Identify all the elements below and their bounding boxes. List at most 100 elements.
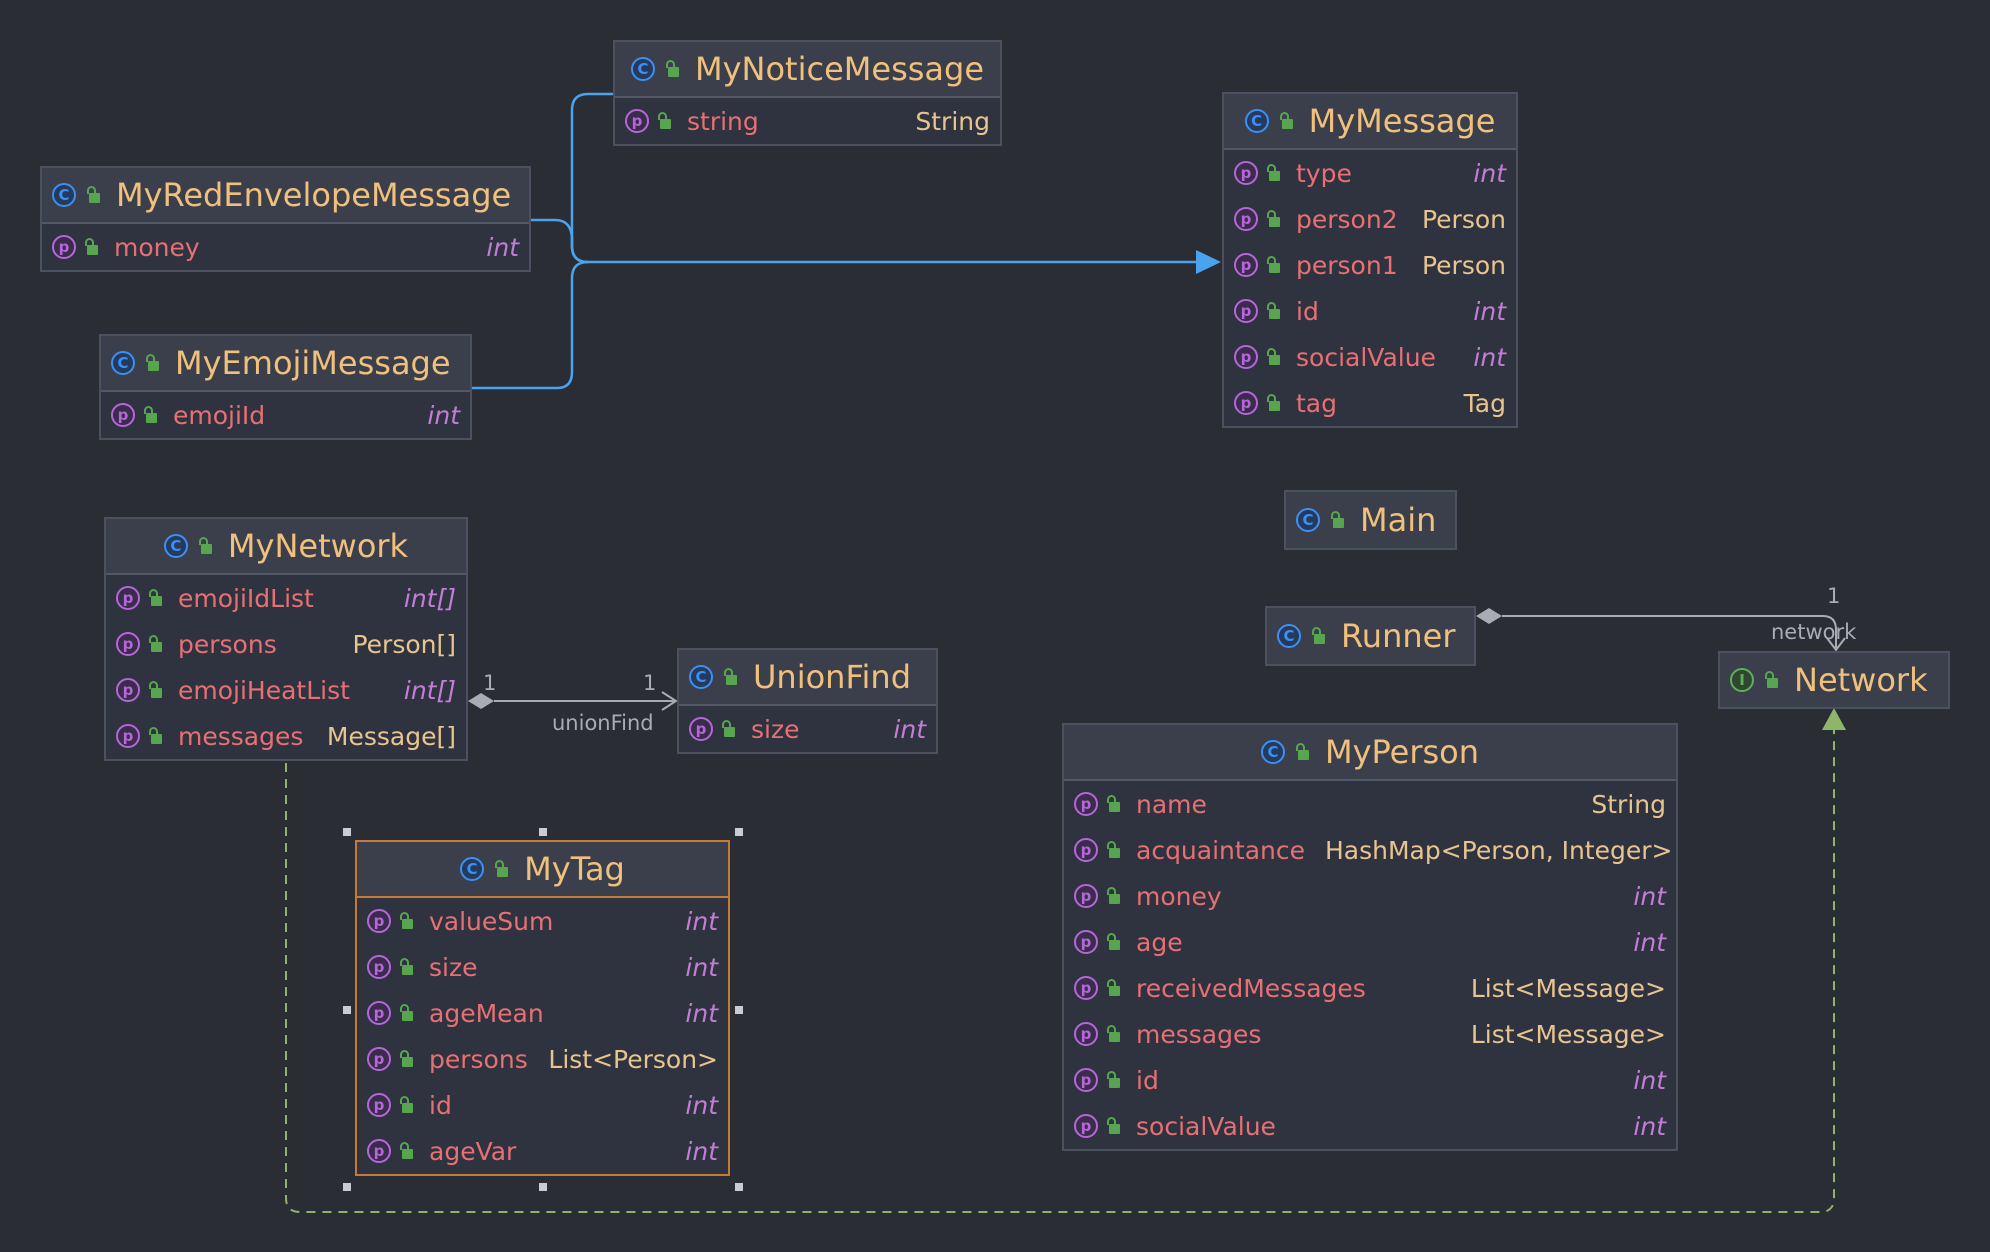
resize-handle-bottom-right[interactable] bbox=[735, 1183, 743, 1191]
class-mytag[interactable]: C MyTag p valueSum int p size int p ageM… bbox=[355, 840, 730, 1176]
field-row[interactable]: p acquaintance HashMap<Person, Integer> bbox=[1064, 827, 1676, 873]
field-type: String bbox=[1591, 789, 1666, 819]
field-row[interactable]: p money int bbox=[1064, 873, 1676, 919]
resize-handle-left[interactable] bbox=[343, 1006, 351, 1014]
field-row[interactable]: p id int bbox=[1064, 1057, 1676, 1103]
property-icon: p bbox=[1074, 1068, 1098, 1092]
property-icon: p bbox=[367, 1093, 391, 1117]
public-lock-icon bbox=[1106, 795, 1120, 813]
resize-handle-bottom[interactable] bbox=[539, 1183, 547, 1191]
property-icon: p bbox=[689, 717, 713, 741]
public-lock-icon bbox=[145, 354, 159, 372]
field-row[interactable]: p person1 Person bbox=[1224, 242, 1516, 288]
field-row[interactable]: p emojiHeatList int[] bbox=[106, 667, 466, 713]
class-unionfind[interactable]: C UnionFind p size int bbox=[677, 648, 938, 754]
field-name: age bbox=[1136, 927, 1183, 957]
public-lock-icon bbox=[494, 860, 509, 878]
resize-handle-bottom-left[interactable] bbox=[343, 1183, 351, 1191]
field-row[interactable]: p persons List<Person> bbox=[357, 1036, 728, 1082]
class-name: MyNoticeMessage bbox=[694, 50, 985, 88]
class-myemojimessage[interactable]: C MyEmojiMessage p emojiId int bbox=[99, 334, 472, 440]
field-row[interactable]: p id int bbox=[1224, 288, 1516, 334]
public-lock-icon bbox=[1266, 394, 1280, 412]
field-name: ageVar bbox=[429, 1136, 517, 1166]
public-lock-icon bbox=[399, 958, 413, 976]
class-icon: C bbox=[1260, 740, 1285, 764]
public-lock-icon bbox=[143, 406, 157, 424]
field-row[interactable]: p socialValue int bbox=[1224, 334, 1516, 380]
field-row[interactable]: p messages Message[] bbox=[106, 713, 466, 759]
field-type: int bbox=[1633, 1111, 1666, 1141]
inheritance-arrowhead bbox=[1196, 250, 1221, 274]
field-row[interactable]: p ageMean int bbox=[357, 990, 728, 1036]
realization-arrowhead bbox=[1822, 708, 1846, 730]
public-lock-icon bbox=[1106, 1025, 1120, 1043]
class-mynetwork[interactable]: C MyNetwork p emojiIdList int[] p person… bbox=[104, 517, 468, 761]
edge-runner-network[interactable] bbox=[1502, 615, 1837, 648]
field-row[interactable]: p receivedMessages List<Message> bbox=[1064, 965, 1676, 1011]
field-row[interactable]: p tag Tag bbox=[1224, 380, 1516, 426]
field-row[interactable]: p id int bbox=[357, 1082, 728, 1128]
field-type: int bbox=[893, 714, 926, 744]
class-mymessage[interactable]: C MyMessage p type int p person2 Person … bbox=[1222, 92, 1518, 428]
field-row[interactable]: p string String bbox=[615, 98, 1000, 144]
class-myperson[interactable]: C MyPerson p name String p acquaintance … bbox=[1062, 723, 1678, 1151]
class-myredenvelopemessage[interactable]: C MyRedEnvelopeMessage p money int bbox=[40, 166, 531, 272]
field-row[interactable]: p money int bbox=[42, 224, 529, 270]
resize-handle-top-right[interactable] bbox=[735, 828, 743, 836]
field-row[interactable]: p size int bbox=[357, 944, 728, 990]
field-name: id bbox=[1136, 1065, 1159, 1095]
public-lock-icon bbox=[1764, 671, 1778, 689]
class-icon: C bbox=[1277, 624, 1301, 648]
interface-icon: I bbox=[1730, 668, 1754, 692]
field-name: persons bbox=[178, 629, 277, 659]
field-name: id bbox=[429, 1090, 452, 1120]
interface-network[interactable]: I Network bbox=[1718, 651, 1950, 709]
field-name: type bbox=[1296, 158, 1352, 188]
public-lock-icon bbox=[1266, 256, 1280, 274]
field-name: money bbox=[1136, 881, 1222, 911]
field-row[interactable]: p socialValue int bbox=[1064, 1103, 1676, 1149]
public-lock-icon bbox=[657, 112, 671, 130]
field-name: person1 bbox=[1296, 250, 1398, 280]
field-row[interactable]: p type int bbox=[1224, 150, 1516, 196]
public-lock-icon bbox=[148, 589, 162, 607]
property-icon: p bbox=[116, 678, 140, 702]
resize-handle-right[interactable] bbox=[735, 1006, 743, 1014]
resize-handle-top-left[interactable] bbox=[343, 828, 351, 836]
field-name: messages bbox=[1136, 1019, 1262, 1049]
field-row[interactable]: p ageVar int bbox=[357, 1128, 728, 1174]
field-row[interactable]: p persons Person[] bbox=[106, 621, 466, 667]
class-main[interactable]: C Main bbox=[1284, 490, 1457, 550]
field-row[interactable]: p emojiId int bbox=[101, 392, 470, 438]
field-type: int bbox=[486, 232, 519, 262]
property-icon: p bbox=[367, 1047, 391, 1071]
class-mynoticemessage[interactable]: C MyNoticeMessage p string String bbox=[613, 40, 1002, 146]
field-row[interactable]: p name String bbox=[1064, 781, 1676, 827]
field-name: emojiIdList bbox=[178, 583, 314, 613]
field-type: List<Message> bbox=[1470, 1019, 1666, 1049]
property-icon: p bbox=[116, 632, 140, 656]
edge-redenvelope-to-message[interactable] bbox=[531, 218, 589, 264]
property-icon: p bbox=[1234, 207, 1258, 231]
field-type: Tag bbox=[1463, 388, 1506, 418]
edge-emoji-to-message[interactable] bbox=[472, 260, 589, 390]
composition-diamond-unionfind bbox=[468, 693, 494, 709]
edge-mynetwork-realizes-network[interactable] bbox=[285, 730, 1835, 1213]
field-row[interactable]: p emojiIdList int[] bbox=[106, 575, 466, 621]
class-runner[interactable]: C Runner bbox=[1265, 606, 1476, 666]
mult-network: 1 bbox=[1827, 584, 1841, 608]
field-name: money bbox=[114, 232, 200, 262]
field-row[interactable]: p valueSum int bbox=[357, 898, 728, 944]
class-name: MyMessage bbox=[1308, 102, 1496, 140]
property-icon: p bbox=[1234, 299, 1258, 323]
field-row[interactable]: p size int bbox=[679, 706, 936, 752]
field-name: string bbox=[687, 106, 759, 136]
mult-mynetwork: 1 bbox=[483, 671, 497, 695]
public-lock-icon bbox=[1106, 1117, 1120, 1135]
field-name: id bbox=[1296, 296, 1319, 326]
field-row[interactable]: p messages List<Message> bbox=[1064, 1011, 1676, 1057]
field-row[interactable]: p age int bbox=[1064, 919, 1676, 965]
field-row[interactable]: p person2 Person bbox=[1224, 196, 1516, 242]
resize-handle-top[interactable] bbox=[539, 828, 547, 836]
